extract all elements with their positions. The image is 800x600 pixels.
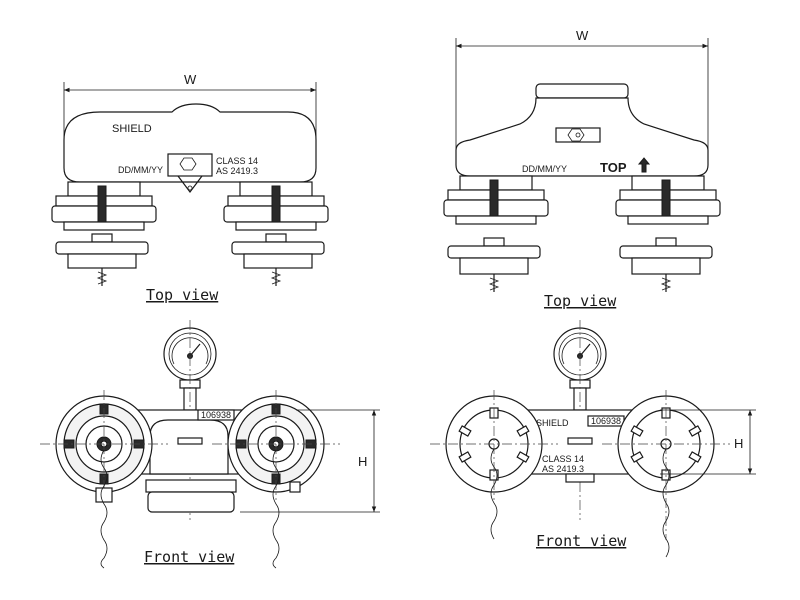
width-label: W (184, 72, 197, 87)
date-code-marking: DD/MM/YY (118, 165, 163, 175)
shield-marking: SHIELD (112, 123, 152, 135)
top-view-right: W DD/MM/YY TOP Top view (443, 28, 721, 310)
height-label-left: H (358, 454, 367, 469)
front-view-left: 106938 H Front vie (40, 320, 380, 569)
top-marking: TOP (600, 160, 627, 175)
standard-marking-front: AS 2419.3 (542, 464, 584, 474)
standard-marking: AS 2419.3 (216, 166, 258, 176)
front-view-label-right: Front view (536, 532, 627, 550)
top-view-left: W SHIELD DD/MM/YY CLASS 14 AS 2419.3 (51, 72, 329, 304)
top-view-label-left: Top view (146, 286, 219, 304)
height-label-right: H (734, 436, 743, 451)
serial-marking: 106938 (201, 410, 231, 420)
class-marking-front: CLASS 14 (542, 454, 584, 464)
top-view-label-right: Top view (544, 292, 617, 310)
date-code-marking-right: DD/MM/YY (522, 164, 567, 174)
front-view-right: SHIELD 106938 CLASS 14 AS 2419.3 (430, 320, 756, 558)
width-label-right: W (576, 28, 589, 43)
front-view-label-left: Front view (144, 548, 235, 566)
serial-marking-right: 106938 (591, 416, 621, 426)
shield-marking-front: SHIELD (536, 418, 569, 428)
class-marking: CLASS 14 (216, 156, 258, 166)
